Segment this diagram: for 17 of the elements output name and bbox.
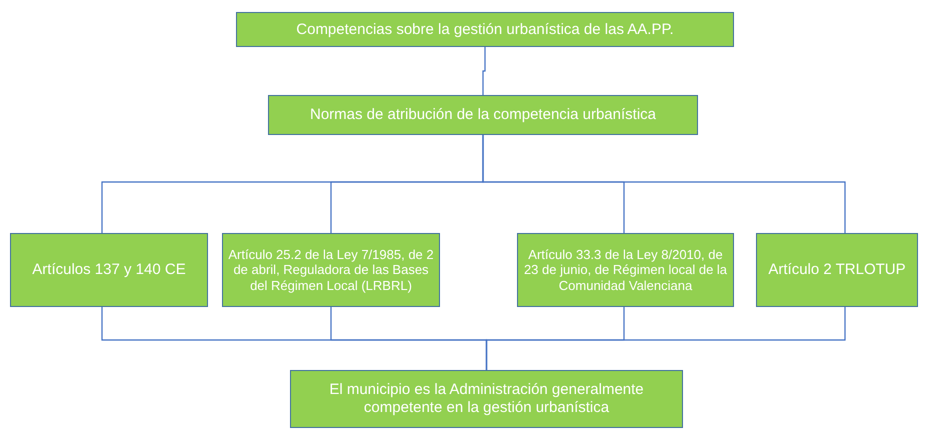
box-label: El municipio es la Administración generalmente competente en la gestión urbanística bbox=[328, 381, 645, 417]
box-label: Normas de atribución de la competencia urbanística bbox=[310, 106, 656, 124]
process-box bbox=[10, 233, 208, 307]
connector-line bbox=[482, 47, 486, 95]
process-box bbox=[268, 95, 698, 135]
box-label: Artículo 25.2 de la Ley 7/1985, de 2 de abril, Reguladora de las Bases del Régimen Local (LRBRL) bbox=[227, 246, 435, 294]
process-box bbox=[756, 233, 918, 307]
box-label: Artículo 2 TRLOTUP bbox=[768, 261, 906, 279]
box-label: Artículo 33.3 de la Ley 8/2010, de 23 de junio, de Régimen local de la Comunidad Valenciana bbox=[522, 246, 728, 294]
box-label: Artículos 137 y 140 CE bbox=[32, 261, 186, 279]
box-label: Competencias sobre la gestión urbanística de las AA.PP. bbox=[296, 20, 674, 38]
process-box bbox=[222, 233, 440, 307]
process-box bbox=[290, 370, 683, 428]
process-box bbox=[236, 12, 734, 47]
connector-line bbox=[486, 307, 846, 370]
process-box bbox=[517, 233, 734, 307]
connector-line bbox=[482, 135, 846, 233]
